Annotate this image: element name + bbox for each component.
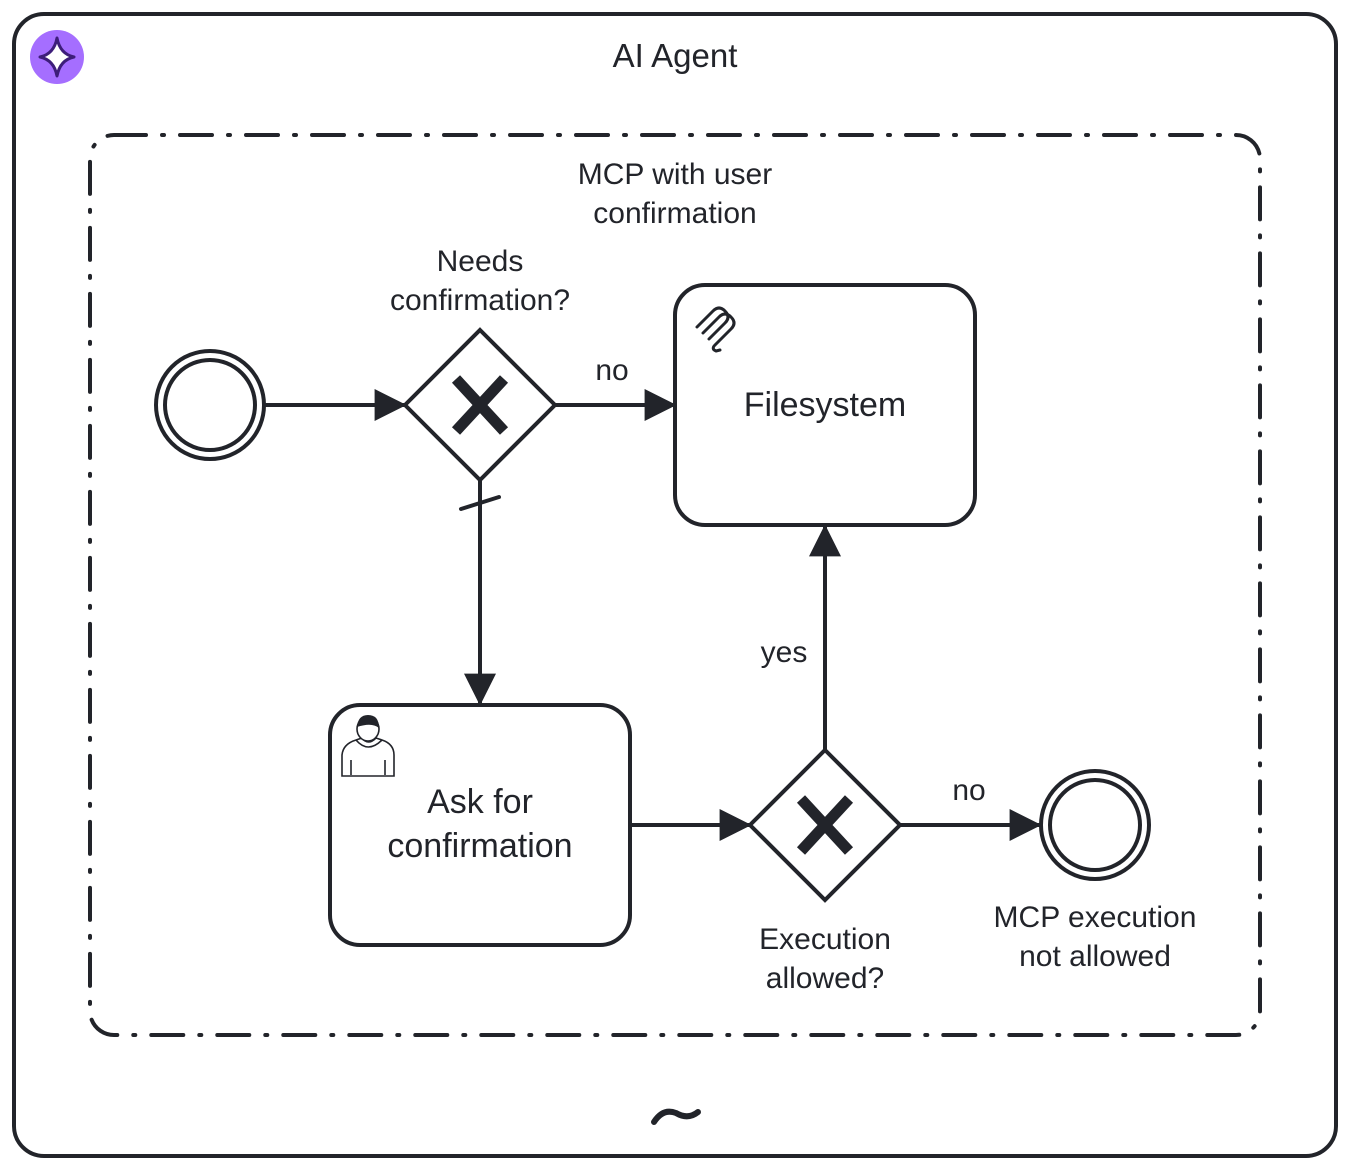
default-flow-marker	[459, 495, 501, 511]
ad-hoc-tilde-marker	[651, 1108, 701, 1125]
start-event[interactable]	[154, 349, 266, 461]
task-filesystem[interactable]	[673, 283, 977, 527]
subprocess-title: MCP with user confirmation	[577, 158, 773, 230]
mcp-icon	[695, 306, 736, 353]
mcp-subprocess-border[interactable]	[88, 133, 1262, 1037]
flow-label-yes: yes	[760, 636, 808, 669]
task-ask-confirmation-label: Ask for confirmation	[387, 783, 573, 865]
task-ask-confirmation[interactable]	[328, 703, 632, 947]
exclusive-gateway-x-icon	[451, 375, 509, 435]
gateway-execution-allowed[interactable]	[747, 747, 903, 903]
flow-label-no-top: no	[595, 354, 629, 387]
end-event-label: MCP execution not allowed	[993, 901, 1197, 973]
gateway-needs-confirmation[interactable]	[402, 327, 558, 483]
exclusive-gateway-x-icon	[796, 795, 854, 855]
ai-agent-title: AI Agent	[612, 37, 738, 74]
end-event[interactable]	[1039, 769, 1151, 881]
sparkle-icon	[30, 30, 84, 84]
gateway-execution-allowed-label: Execution allowed?	[759, 923, 891, 995]
flow-label-no-bottom: no	[952, 774, 986, 807]
task-filesystem-label: Filesystem	[743, 386, 907, 424]
user-task-icon	[341, 715, 395, 777]
gateway-needs-confirmation-label: Needs confirmation?	[389, 245, 571, 317]
